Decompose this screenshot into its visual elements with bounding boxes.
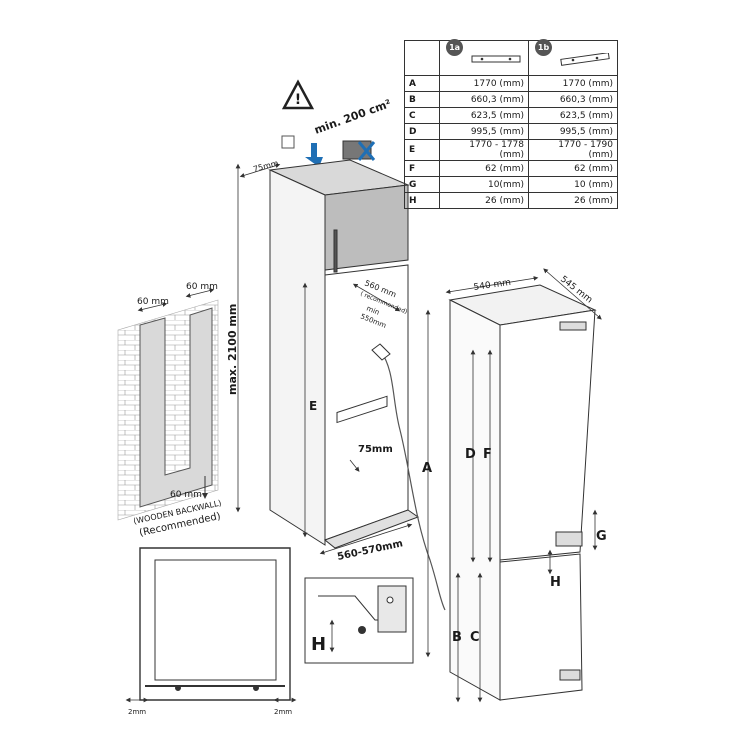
table-cell-1a: 62 (mm) (439, 160, 529, 177)
plinth-grille (336, 395, 388, 424)
table-header-empty (404, 40, 440, 76)
hinge-letter-h: H (311, 634, 326, 655)
top-hinge (559, 321, 587, 331)
table-cell-1a: 660,3 (mm) (439, 91, 529, 108)
width-dimension (319, 523, 413, 555)
table-cell-1b: 660,3 (mm) (528, 91, 618, 108)
table-cell-1b: 1770 (mm) (528, 75, 618, 92)
backwall-right-label: 60 mm (186, 282, 218, 292)
table-cell-1b: 62 (mm) (528, 160, 618, 177)
blocked-cross-icon (357, 141, 376, 161)
cabinet-letter-e: E (309, 399, 317, 413)
backwall-left-dimension (137, 302, 168, 312)
depth-dimension (543, 268, 602, 320)
table-cell-1a: 26 (mm) (439, 192, 529, 209)
table-header-1a: 1a (439, 39, 529, 76)
backwall-bottom-label: 60 mm (170, 490, 202, 500)
table-cell-1a: 10(mm) (439, 176, 529, 193)
table-cell-1b: 1770 - 1790 (mm) (528, 139, 618, 161)
ventilation-warning: ! min. 200 cm² (281, 79, 393, 167)
hinge-bar-1a-icon (471, 55, 521, 63)
table-header-1b: 1b (528, 39, 618, 76)
table-cell-key: G (404, 176, 440, 193)
table-cell-1b: 10 (mm) (528, 176, 618, 193)
frame-inner (154, 559, 277, 681)
frame-outer (139, 547, 291, 701)
table-header-row: 1a 1b (404, 39, 618, 76)
table-cell-key: F (404, 160, 440, 177)
cabinet-height-label: max. 2100 mm (226, 304, 239, 395)
table-cell-key: D (404, 123, 440, 140)
badge-1b: 1b (535, 39, 553, 56)
frame-screw-right (253, 685, 259, 691)
table-cell-1b: 623,5 (mm) (528, 107, 618, 124)
appliance-letter-c: C (470, 630, 480, 645)
bottom-gap-label: 75mm (358, 444, 393, 455)
appliance-letter-a: A (422, 461, 432, 476)
plug-icon (371, 343, 391, 361)
appliance-letter-f: F (483, 447, 492, 462)
appliance-letter-d: D (465, 447, 476, 462)
table-cell-1b: 995,5 (mm) (528, 123, 618, 140)
door-handle (333, 229, 338, 273)
appliance-drawing (425, 268, 602, 703)
bottom-gap-dimension (349, 459, 360, 472)
table-cell-1a: 1770 - 1778 (mm) (439, 139, 529, 161)
backwall-left-label: 60 mm (137, 297, 169, 307)
depth-dimension (352, 283, 401, 312)
bottom-hinge (559, 669, 581, 681)
hinge-detail (304, 577, 414, 664)
hinge-screw (386, 596, 394, 604)
hinge-bar-1b-icon (560, 53, 610, 66)
table-cell-key: A (404, 75, 440, 92)
cabinet-drawing (268, 159, 446, 611)
upper-door (499, 309, 596, 561)
warning-triangle-icon (281, 79, 315, 110)
table-cell-key: B (404, 91, 440, 108)
vent-grille-icon (281, 135, 295, 149)
wooden-backwall-panel (139, 307, 213, 508)
badge-1a: 1a (446, 39, 464, 56)
ventilation-label: min. 200 cm² (313, 97, 393, 137)
backwall-drawing (117, 288, 219, 521)
cabinet-dimensions (235, 163, 413, 555)
upper-cabinet-door (324, 184, 409, 271)
table-cell-key: C (404, 107, 440, 124)
frame-screw-left (175, 685, 181, 691)
cabinet-side (269, 169, 326, 546)
frame-right-gap-label: 2mm (274, 708, 292, 716)
backwall-right-dimension (185, 288, 215, 298)
appliance-letter-h: H (550, 575, 561, 590)
top-gap-dimension (239, 163, 281, 178)
power-cable (379, 349, 446, 611)
table-cell-1a: 623,5 (mm) (439, 107, 529, 124)
airflow-arrow-icon (305, 143, 323, 167)
frame-left-gap-label: 2mm (128, 708, 146, 716)
hinge-pin (358, 626, 366, 634)
table-cell-1a: 995,5 (mm) (439, 123, 529, 140)
exclamation-icon: ! (295, 92, 301, 108)
middle-hinge (555, 531, 583, 547)
width-dimension (445, 276, 539, 294)
frame-drawing (125, 547, 297, 703)
appliance-letter-b: B (452, 630, 462, 645)
lower-door (499, 553, 583, 701)
table-cell-1a: 1770 (mm) (439, 75, 529, 92)
table-cell-key: H (404, 192, 440, 209)
appliance-letter-g: G (596, 529, 607, 544)
table-cell-key: E (404, 139, 440, 161)
hinge-plate (377, 585, 407, 633)
table-cell-1b: 26 (mm) (528, 192, 618, 209)
